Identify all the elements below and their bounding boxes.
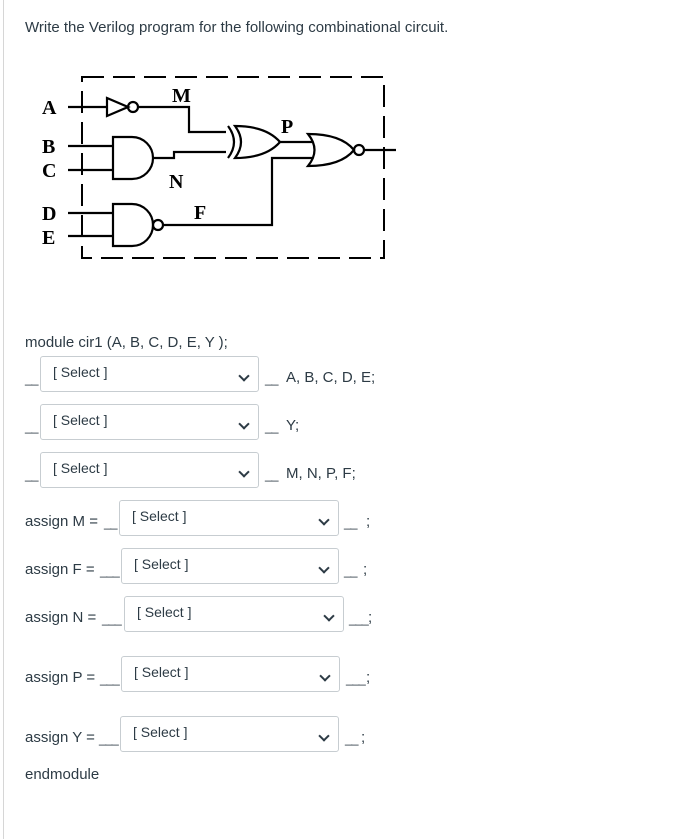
assign-f-select[interactable]: [ Select ] xyxy=(121,548,339,584)
label-c: C xyxy=(42,160,56,182)
xor-gate xyxy=(232,124,282,160)
endmodule-text: endmodule xyxy=(25,766,100,783)
assign-f-end-blank: __ xyxy=(344,563,358,578)
decl-select-2[interactable]: [ Select ] xyxy=(40,404,259,440)
xor-back-curve xyxy=(227,125,236,159)
assign-n-label: assign N = xyxy=(25,609,97,626)
nand-gate xyxy=(111,202,155,248)
assign-f-semicolon: ; xyxy=(363,561,368,578)
assign-n-select[interactable]: [ Select ] xyxy=(124,596,344,632)
nor-gate xyxy=(305,132,356,168)
nand-bubble xyxy=(151,218,165,232)
assign-p-end-blank: ___ xyxy=(346,671,366,686)
assign-y-label: assign Y = xyxy=(25,729,95,746)
select-placeholder: [ Select ] xyxy=(132,508,187,524)
module-declaration: module cir1 (A, B, C, D, E, Y ); xyxy=(25,334,228,351)
assign-y-semicolon: ; xyxy=(361,729,366,746)
chevron-down-icon xyxy=(318,514,330,526)
assign-m-blank: __ xyxy=(104,515,118,530)
decl-blank-1: __ xyxy=(25,371,39,386)
circuit-boundary xyxy=(81,76,385,259)
assign-f-blank: ___ xyxy=(100,563,120,578)
chevron-down-icon xyxy=(323,610,335,622)
decl-suffix-blank-3: __ xyxy=(265,467,279,482)
assign-n-blank: ___ xyxy=(102,611,122,626)
label-d: D xyxy=(42,203,56,225)
assign-p-label: assign P = xyxy=(25,669,96,686)
label-n: N xyxy=(169,171,184,193)
chevron-down-icon xyxy=(238,466,250,478)
assign-m-semicolon: ; xyxy=(366,513,371,530)
not-gate xyxy=(105,96,131,118)
label-p: P xyxy=(281,116,293,138)
decl-text-2: Y; xyxy=(286,417,300,434)
select-placeholder: [ Select ] xyxy=(133,724,188,740)
label-f: F xyxy=(194,202,206,224)
and-gate xyxy=(111,135,155,181)
label-m: M xyxy=(172,85,191,107)
circuit-diagram: A B C D E M N F P Y xyxy=(42,76,396,259)
wire-n xyxy=(153,150,226,160)
nor-bubble xyxy=(352,143,366,157)
assign-m-select[interactable]: [ Select ] xyxy=(119,500,339,536)
decl-suffix-blank-1: __ xyxy=(265,371,279,386)
decl-text-1: A, B, C, D, E; xyxy=(286,369,376,386)
select-placeholder: [ Select ] xyxy=(134,556,189,572)
assign-m-end-blank: __ xyxy=(344,515,358,530)
decl-blank-3: __ xyxy=(25,467,39,482)
label-b: B xyxy=(42,136,55,158)
select-placeholder: [ Select ] xyxy=(134,664,189,680)
assign-m-label: assign M = xyxy=(25,513,98,530)
chevron-down-icon xyxy=(319,670,331,682)
assign-p-blank: ___ xyxy=(100,671,120,686)
assign-y-select[interactable]: [ Select ] xyxy=(120,716,339,752)
select-placeholder: [ Select ] xyxy=(137,604,192,620)
left-border xyxy=(3,0,4,839)
select-placeholder: [ Select ] xyxy=(53,460,108,476)
assign-y-end-blank: __ xyxy=(345,731,359,746)
assign-p-semicolon: ; xyxy=(366,669,371,686)
question-text: Write the Verilog program for the follow… xyxy=(25,19,449,36)
chevron-down-icon xyxy=(238,418,250,430)
assign-y-blank: ___ xyxy=(99,731,119,746)
chevron-down-icon xyxy=(318,562,330,574)
assign-f-label: assign F = xyxy=(25,561,95,578)
chevron-down-icon xyxy=(318,730,330,742)
decl-blank-2: __ xyxy=(25,419,39,434)
wire-m xyxy=(138,105,226,134)
decl-text-3: M, N, P, F; xyxy=(286,465,356,482)
select-placeholder: [ Select ] xyxy=(53,412,108,428)
assign-p-select[interactable]: [ Select ] xyxy=(121,656,340,692)
assign-n-semicolon: ; xyxy=(368,609,373,626)
assign-n-end-blank: ___ xyxy=(349,611,369,626)
chevron-down-icon xyxy=(238,370,250,382)
select-placeholder: [ Select ] xyxy=(53,364,108,380)
label-e: E xyxy=(42,227,55,249)
label-a: A xyxy=(42,97,57,119)
decl-select-1[interactable]: [ Select ] xyxy=(40,356,259,392)
wire-f xyxy=(163,156,312,227)
decl-select-3[interactable]: [ Select ] xyxy=(40,452,259,488)
decl-suffix-blank-2: __ xyxy=(265,419,279,434)
